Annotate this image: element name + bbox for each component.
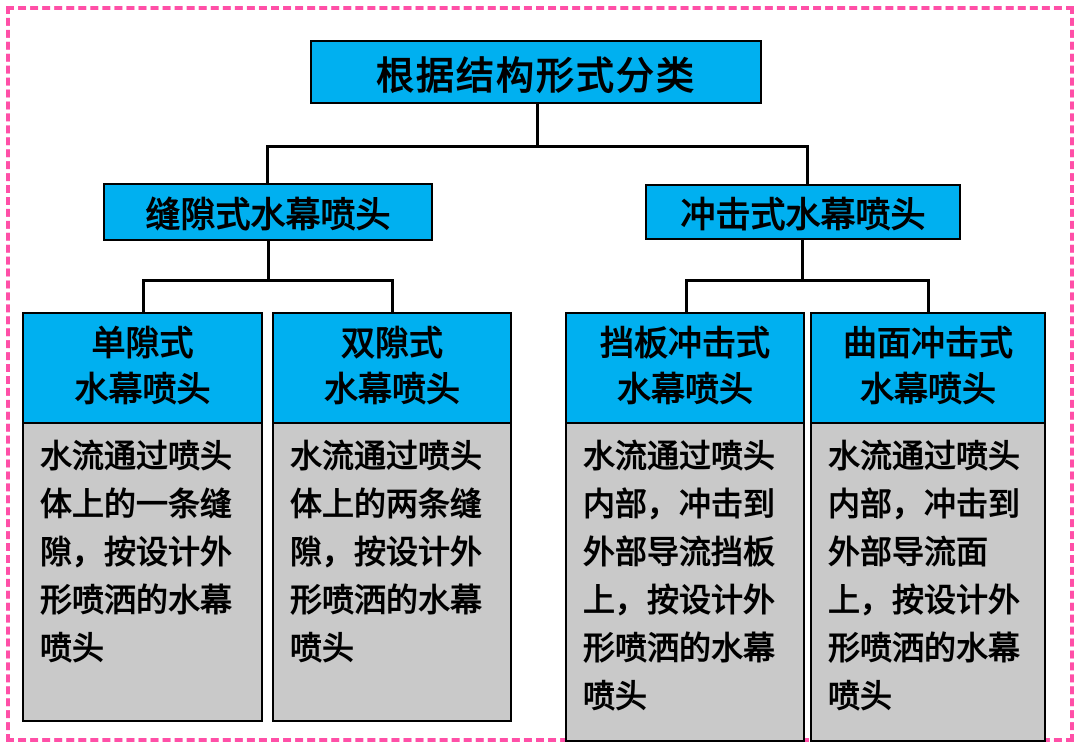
leaf-title-line1: 挡板冲击式: [600, 325, 770, 364]
leaf-node-double-slit: 双隙式 水幕喷头 水流通过喷头体上的两条缝隙，按设计外形喷洒的水幕喷头: [272, 312, 512, 722]
branch-label: 缝隙式水幕喷头: [145, 195, 391, 235]
leaf-node-single-slit: 单隙式 水幕喷头 水流通过喷头体上的一条缝隙，按设计外形喷洒的水幕喷头: [22, 312, 263, 722]
connector-leaf1-down: [142, 279, 145, 314]
leaf-node-curved-impact: 曲面冲击式 水幕喷头 水流通过喷头内部，冲击到外部导流面上，按设计外形喷洒的水幕…: [810, 312, 1046, 742]
connector-left-sub-horizontal: [142, 279, 394, 282]
connector-root-down: [536, 104, 539, 148]
connector-left-branch-down: [266, 145, 269, 185]
connector-leaf4-down: [927, 279, 930, 314]
leaf-title-line2: 水幕喷头: [860, 371, 996, 409]
leaf-description: 水流通过喷头内部，冲击到外部导流面上，按设计外形喷洒的水幕喷头: [828, 438, 1021, 714]
connector-leaf2-down: [391, 279, 394, 314]
leaf-title-line1: 双隙式: [341, 325, 443, 364]
connector-right-branch-down: [806, 145, 809, 186]
leaf-title: 曲面冲击式 水幕喷头: [812, 314, 1044, 424]
root-node: 根据结构形式分类: [310, 40, 762, 104]
leaf-title: 挡板冲击式 水幕喷头: [567, 314, 803, 424]
connector-left-sub-down: [267, 239, 270, 281]
connector-leaf3-down: [685, 279, 688, 314]
leaf-description: 水流通过喷头体上的一条缝隙，按设计外形喷洒的水幕喷头: [40, 438, 233, 666]
leaf-node-baffle-impact: 挡板冲击式 水幕喷头 水流通过喷头内部，冲击到外部导流挡板上，按设计外形喷洒的水…: [565, 312, 805, 742]
leaf-title-line2: 水幕喷头: [324, 371, 460, 409]
leaf-title-line2: 水幕喷头: [617, 371, 753, 409]
root-label: 根据结构形式分类: [375, 55, 696, 98]
leaf-title: 单隙式 水幕喷头: [24, 314, 261, 424]
leaf-title-line2: 水幕喷头: [74, 371, 211, 409]
leaf-description: 水流通过喷头体上的两条缝隙，按设计外形喷洒的水幕喷头: [290, 438, 483, 666]
leaf-description: 水流通过喷头内部，冲击到外部导流挡板上，按设计外形喷洒的水幕喷头: [583, 438, 776, 714]
leaf-title: 双隙式 水幕喷头: [274, 314, 510, 424]
connector-right-sub-horizontal: [685, 279, 930, 282]
leaf-title-line1: 单隙式: [91, 325, 194, 364]
branch-node-impact-type: 冲击式水幕喷头: [645, 184, 961, 240]
branch-label: 冲击式水幕喷头: [680, 195, 926, 235]
connector-right-sub-down: [801, 238, 804, 281]
connector-level1-horizontal: [266, 145, 809, 148]
branch-node-slit-type: 缝隙式水幕喷头: [103, 183, 433, 241]
leaf-title-line1: 曲面冲击式: [843, 325, 1013, 364]
